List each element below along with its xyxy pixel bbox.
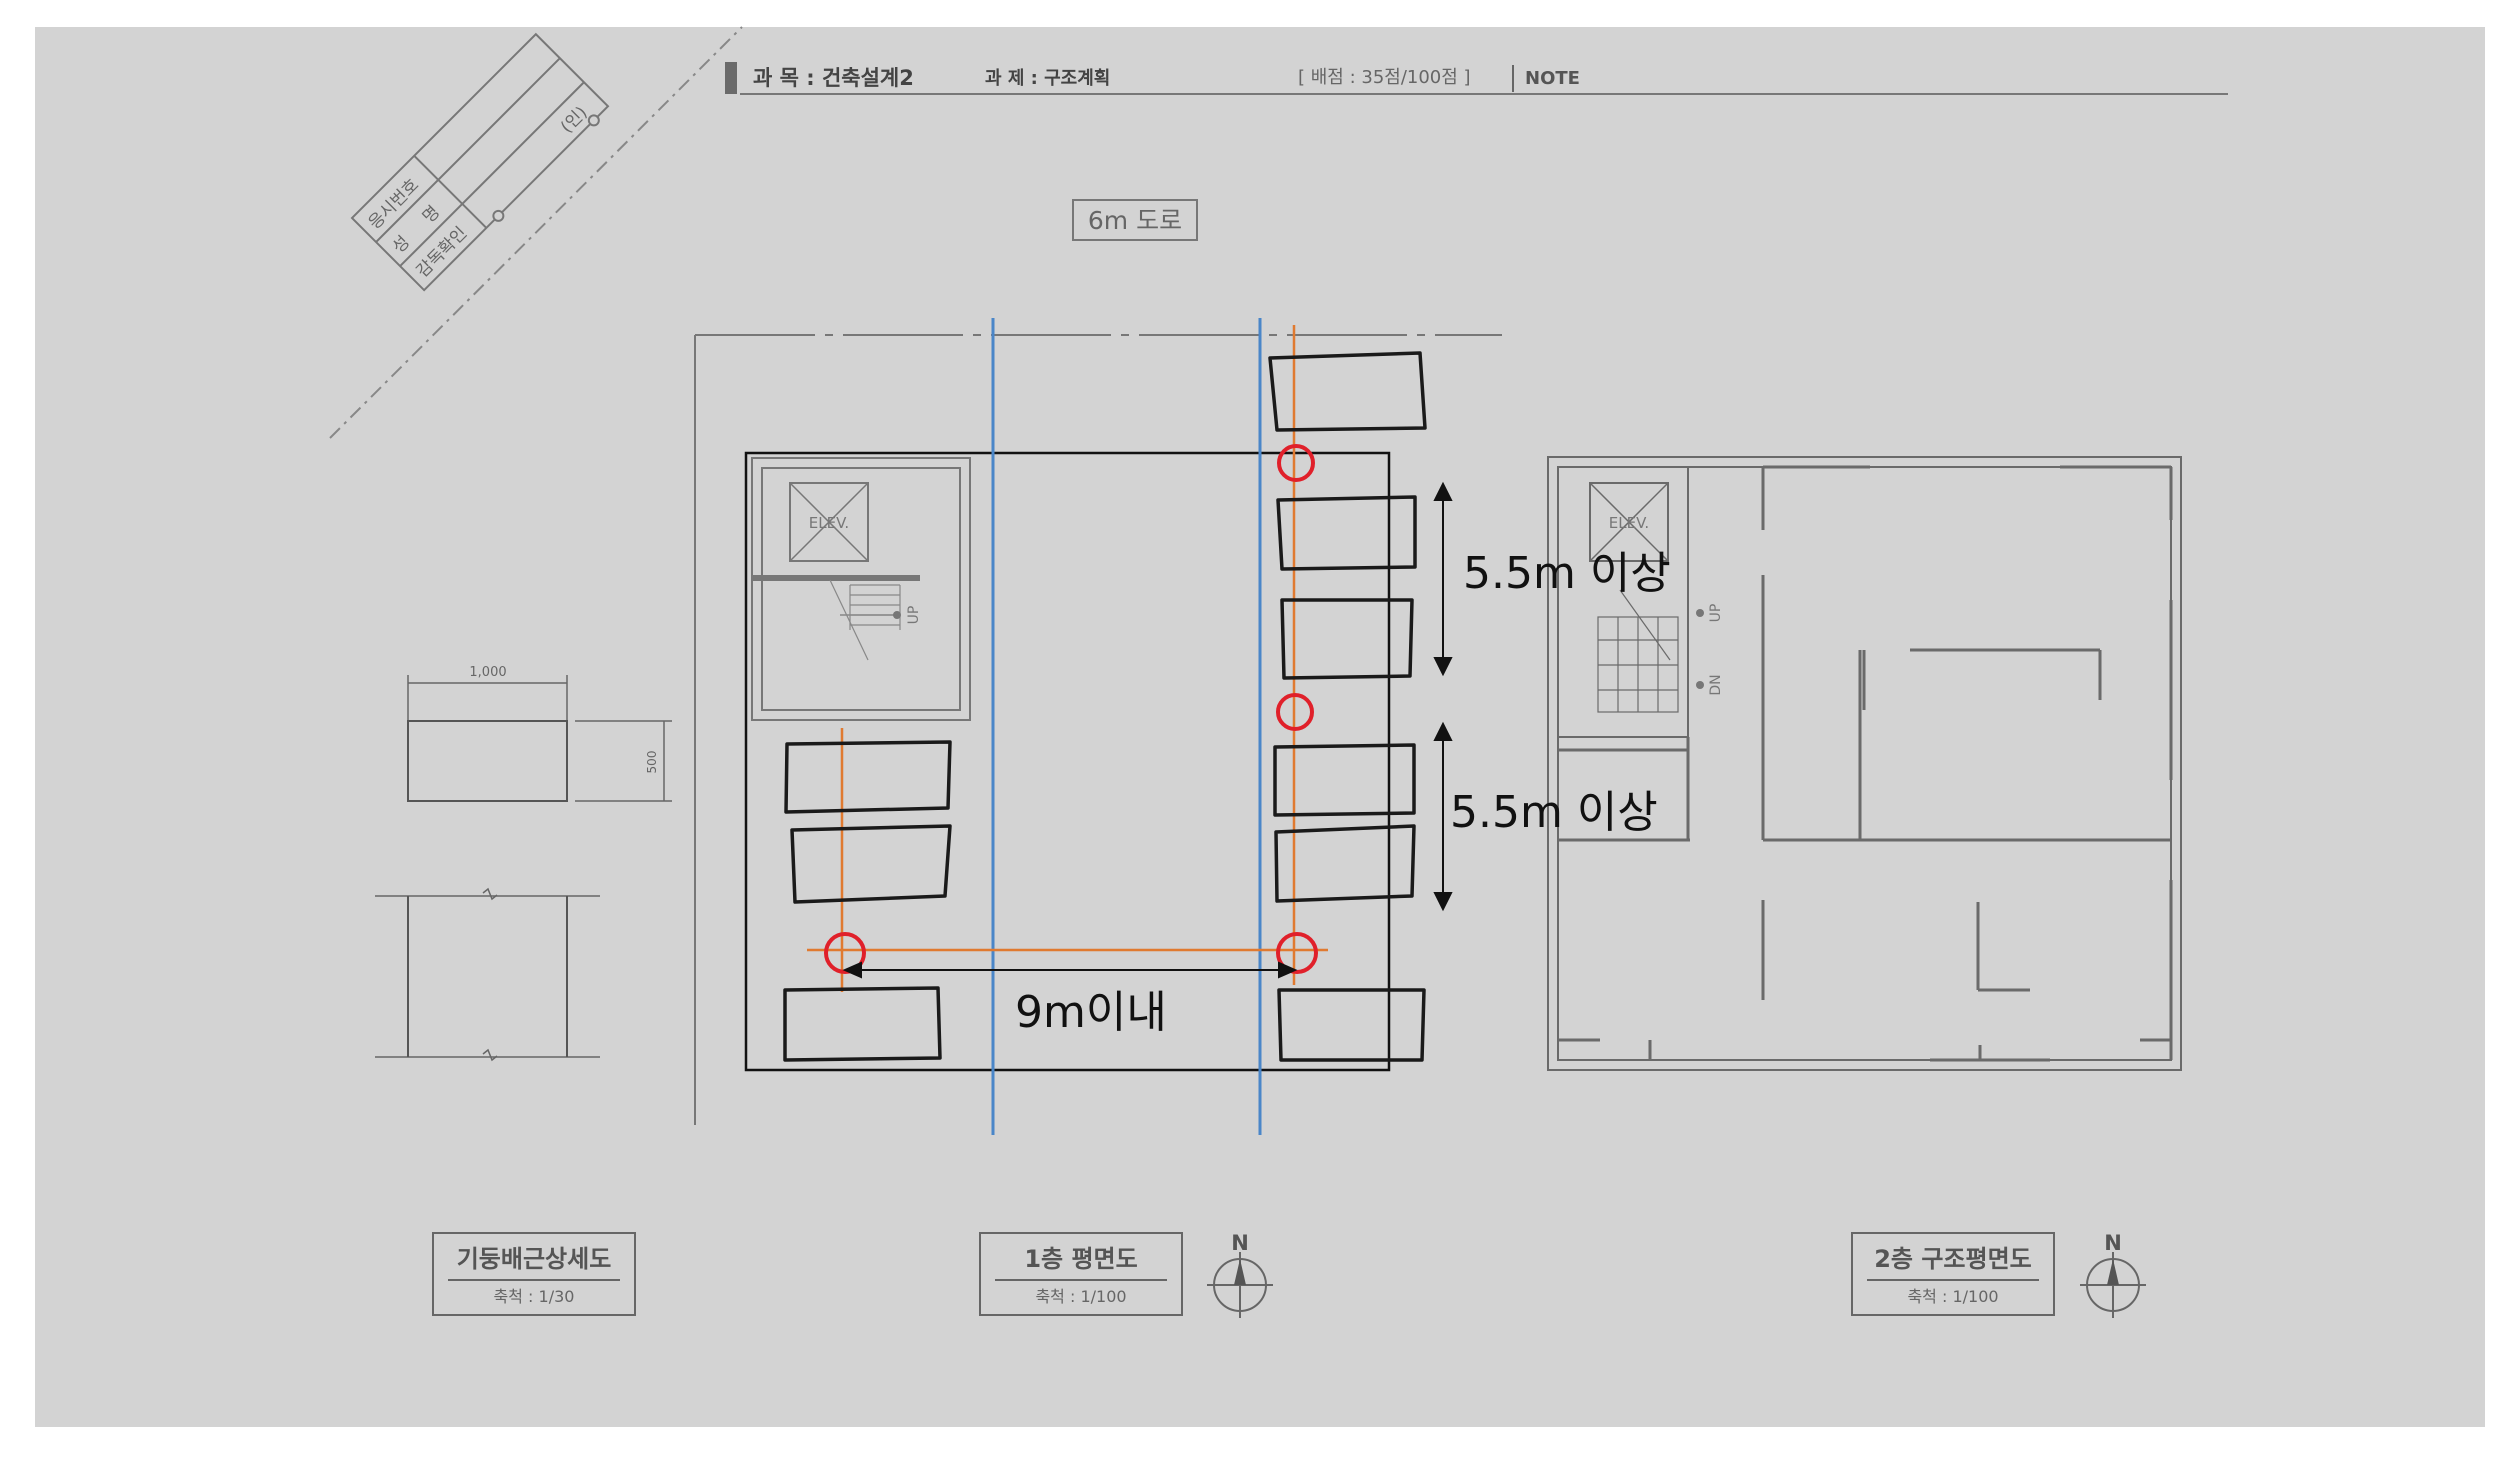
info-box-outline — [350, 32, 610, 292]
detail-height-dim: 500 — [645, 751, 659, 774]
detail-width-dim: 1,000 — [469, 665, 506, 680]
plan-2f-up-dot — [1696, 609, 1704, 617]
column-marker-3 — [824, 932, 866, 974]
info-box-col — [413, 155, 488, 229]
plan-2f-elev-x2 — [1589, 482, 1669, 562]
dim-arrow-bottom-head-up — [1433, 721, 1453, 741]
title-block-2f-plan: 2층 구조평면도 축척 : 1/100 — [1851, 1232, 2055, 1316]
annotation-span-top: 5.5m 이상 — [1463, 548, 1671, 599]
sketch-rect-7 — [784, 740, 952, 814]
elevator-shaft — [789, 482, 869, 562]
header-task: 과 제 : 구조계획 — [985, 68, 1110, 89]
plan-2f — [1547, 456, 2182, 1071]
stair-2f — [1597, 589, 1679, 713]
info-box-row2 — [399, 81, 585, 267]
sketch-rectangles — [783, 351, 1427, 1062]
info-box-row1 — [375, 57, 561, 243]
stair-1f-up-label: UP — [906, 606, 922, 625]
north-label-2f: N — [2104, 1231, 2122, 1255]
annotation-span-bottom: 5.5m 이상 — [1450, 787, 1658, 838]
north-arrow-2f: N — [2080, 1231, 2146, 1318]
north-arrow-1f: N — [1207, 1231, 1273, 1318]
plan-2f-dn-dot — [1696, 681, 1704, 689]
title-block-1-title: 기둥배근상세도 — [457, 1245, 612, 1273]
plan-2f-up-label: UP — [1708, 604, 1724, 623]
dim-arrow-top-head-down — [1433, 657, 1453, 677]
plan-2f-elevator — [1589, 482, 1669, 562]
column-marker-1 — [1277, 444, 1315, 482]
column-markers — [824, 444, 1318, 974]
dimension-arrows — [842, 481, 1453, 979]
header-marker — [725, 62, 737, 94]
title-block-2-frame — [979, 1232, 1183, 1316]
column-marker-2 — [1276, 693, 1314, 731]
sketch-rect-3 — [1280, 598, 1414, 680]
sketch-rect-2 — [1276, 495, 1417, 571]
sketch-rect-4 — [1273, 743, 1416, 817]
title-block-3-frame — [1851, 1232, 2055, 1316]
sketch-rect-9 — [783, 986, 942, 1062]
plan-2f-elevator-label: ELEV. — [1609, 514, 1649, 532]
header-note: NOTE — [1525, 68, 1580, 89]
title-block-1-scale: 축척 : 1/30 — [494, 1287, 575, 1306]
sketch-rect-6 — [1277, 988, 1426, 1062]
info-box-node-left — [492, 209, 505, 222]
dim-arrow-bottom-head-down — [1433, 892, 1453, 912]
elevation-break-bottom — [482, 1048, 498, 1062]
plan-2f-dn-label: DN — [1708, 674, 1724, 695]
column-marker-4 — [1276, 932, 1318, 974]
dim-arrow-horizontal-head-right — [1278, 961, 1298, 979]
plan-1f-outline — [744, 451, 1391, 1072]
title-block-2-scale: 축척 : 1/100 — [1035, 1287, 1126, 1306]
dim-arrow-horizontal-head-left — [842, 961, 862, 979]
header-score: [ 배점 : 35점/100점 ] — [1298, 67, 1471, 88]
elevator-x2 — [789, 482, 869, 562]
annotation-span-horizontal: 9m이내 — [1015, 987, 1167, 1038]
title-block-2-title: 1층 평면도 — [1024, 1245, 1137, 1273]
info-box-node-right — [587, 114, 600, 127]
header: 과 목 : 건축설계2 과 제 : 구조계획 [ 배점 : 35점/100점 ]… — [725, 62, 2228, 95]
north-label-1f: N — [1231, 1231, 1249, 1255]
column-detail: 1,000 500 — [375, 665, 672, 1062]
sketch-rect-1 — [1268, 351, 1427, 432]
sketch-rect-8 — [790, 824, 952, 904]
road-label-box — [1072, 199, 1198, 241]
stair-1f — [829, 579, 901, 661]
dim-arrow-top-head-up — [1433, 481, 1453, 501]
header-subject: 과 목 : 건축설계2 — [753, 66, 914, 90]
elevation-break-top — [482, 887, 498, 901]
sketch-rect-5 — [1274, 824, 1416, 903]
core-outer — [751, 457, 971, 721]
grid-lines — [807, 318, 1328, 1135]
title-block-3-scale: 축척 : 1/100 — [1907, 1287, 1998, 1306]
plan-1f: ELEV. UP — [694, 334, 1502, 1125]
plan-2f-core — [1557, 466, 1689, 738]
site-diagonal-line — [329, 26, 743, 439]
stair-1f-arrow-dot — [893, 611, 901, 619]
plan-2f-outline — [1547, 456, 2182, 1071]
elevator-label: ELEV. — [809, 514, 849, 532]
road-label: 6m 도로 — [1088, 206, 1182, 235]
title-block-3-title: 2층 구조평면도 — [1874, 1245, 2032, 1273]
title-block-column-detail: 기둥배근상세도 축척 : 1/30 — [432, 1232, 636, 1316]
title-block-1f-plan: 1층 평면도 축척 : 1/100 — [979, 1232, 1183, 1316]
core-inner — [761, 467, 961, 711]
column-section — [407, 720, 568, 802]
title-block-1-frame — [432, 1232, 636, 1316]
